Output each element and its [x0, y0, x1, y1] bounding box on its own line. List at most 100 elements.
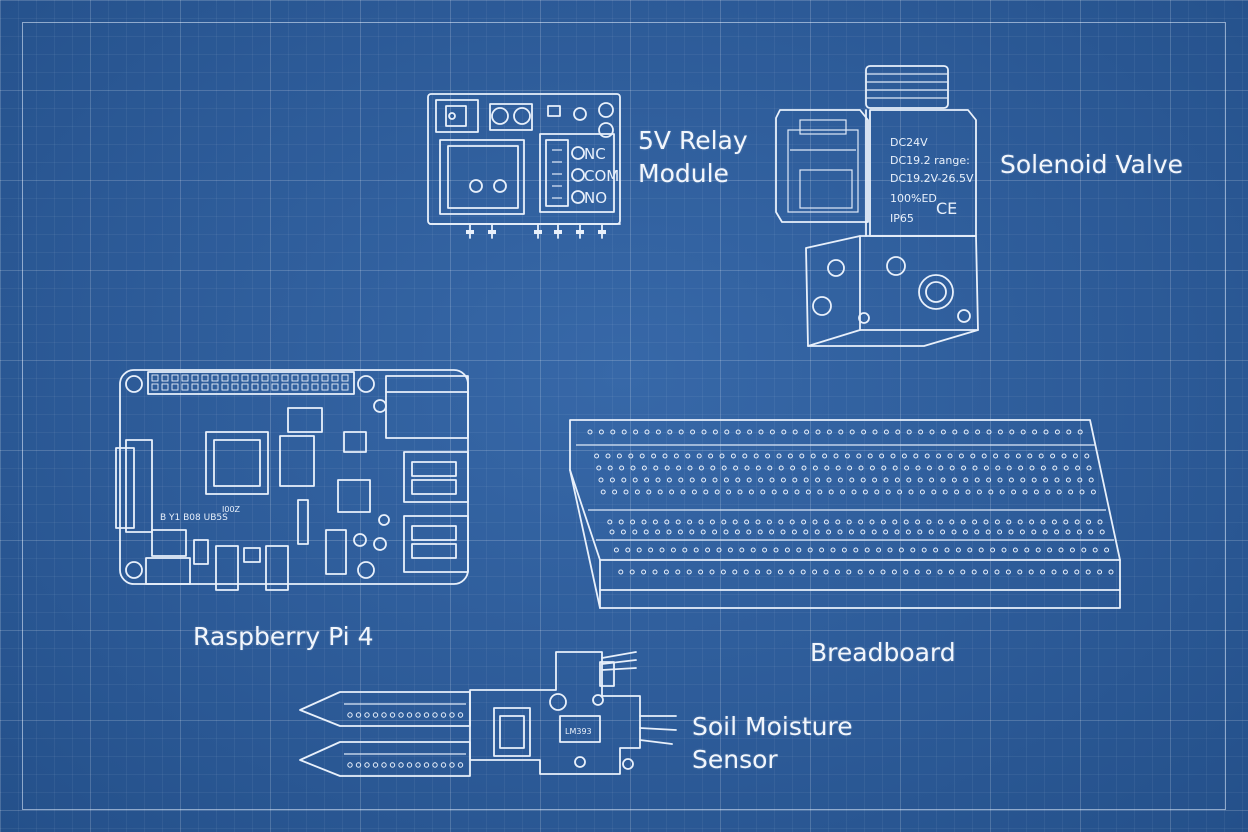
breadboard-hole	[641, 569, 647, 575]
breadboard-hole	[634, 489, 640, 495]
gpio-pin	[321, 383, 329, 391]
breadboard-hole	[864, 547, 870, 553]
gpio-pin	[341, 374, 349, 382]
breadboard-hole	[628, 453, 634, 459]
breadboard-hole	[1099, 529, 1105, 535]
breadboard-hole	[849, 477, 855, 483]
breadboard-hole	[960, 519, 966, 525]
breadboard-hole	[1075, 465, 1081, 471]
gpio-pin	[321, 374, 329, 382]
breadboard-hole	[955, 547, 961, 553]
breadboard-hole	[1020, 477, 1026, 483]
breadboard-hole	[675, 519, 681, 525]
breadboard-hole	[835, 519, 841, 525]
breadboard-hole	[698, 465, 704, 471]
breadboard-hole	[963, 477, 969, 483]
breadboard-hole	[851, 489, 857, 495]
breadboard-hole	[1022, 489, 1028, 495]
gpio-pin	[281, 383, 289, 391]
breadboard-hole	[1076, 529, 1082, 535]
relay-module: NC COM NO	[427, 93, 621, 239]
breadboard-hole	[721, 519, 727, 525]
breadboard-hole	[742, 453, 748, 459]
breadboard-hole	[727, 547, 733, 553]
breadboard-hole	[701, 429, 707, 435]
breadboard-hole	[972, 519, 978, 525]
breadboard-hole	[651, 453, 657, 459]
breadboard-hole	[954, 489, 960, 495]
breadboard-hole	[883, 429, 889, 435]
breadboard-hole	[990, 547, 996, 553]
breadboard-hole	[705, 547, 711, 553]
breadboard-hole	[1019, 529, 1025, 535]
breadboard-hole	[1054, 477, 1060, 483]
breadboard-hole	[771, 489, 777, 495]
valve-marking-range-label: DC19.2 range:	[890, 154, 970, 167]
breadboard-hole	[1029, 519, 1035, 525]
breadboard-hole	[960, 569, 966, 575]
breadboard-hole	[1062, 569, 1068, 575]
gpio-pin	[241, 383, 249, 391]
probe-hole	[372, 762, 379, 768]
breadboard-hole	[881, 465, 887, 471]
breadboard-hole	[726, 489, 732, 495]
breadboard-hole	[721, 465, 727, 471]
breadboard-hole	[1031, 477, 1037, 483]
breadboard-hole	[1043, 429, 1049, 435]
breadboard-hole	[620, 529, 626, 535]
breadboard-hole	[689, 477, 695, 483]
breadboard-hole	[892, 465, 898, 471]
relay-module-label: 5V Relay Module	[638, 124, 748, 190]
breadboard-hole	[609, 477, 615, 483]
probe-hole	[415, 712, 421, 718]
gpio-pin	[201, 374, 209, 382]
gpio-pin	[191, 383, 199, 391]
breadboard-hole	[598, 477, 604, 483]
probe-hole	[355, 712, 362, 718]
breadboard-hole	[926, 465, 932, 471]
breadboard-hole	[724, 429, 730, 435]
breadboard-hole	[890, 453, 896, 459]
probe-hole	[364, 762, 370, 768]
breadboard-hole	[904, 465, 910, 471]
breadboard-hole	[666, 529, 672, 535]
gpio-pin	[301, 383, 309, 391]
breadboard-hole	[849, 429, 855, 435]
ce-mark-icon: CE	[936, 199, 957, 218]
breadboard-hole	[937, 519, 943, 525]
breadboard-hole	[673, 453, 679, 459]
breadboard-hole	[1008, 529, 1014, 535]
breadboard-hole	[1024, 547, 1030, 553]
breadboard-hole	[1009, 429, 1015, 435]
breadboard-hole	[853, 547, 859, 553]
breadboard-hole	[783, 489, 789, 495]
breadboard-hole	[796, 547, 802, 553]
breadboard-hole	[895, 429, 901, 435]
breadboard-hole	[823, 519, 829, 525]
breadboard-hole	[767, 465, 773, 471]
breadboard-hole	[894, 529, 900, 535]
breadboard-hole	[750, 547, 756, 553]
breadboard-hole	[929, 429, 935, 435]
probe-hole	[432, 712, 438, 718]
breadboard-hole	[826, 429, 832, 435]
breadboard-hole	[1061, 453, 1067, 459]
breadboard-hole	[1017, 519, 1023, 525]
breadboard-hole	[874, 489, 880, 495]
breadboard-hole	[1108, 569, 1114, 575]
breadboard-hole	[903, 569, 909, 575]
breadboard-hole	[997, 429, 1003, 435]
breadboard-hole	[689, 529, 695, 535]
breadboard-hole	[826, 529, 832, 535]
breadboard-hole	[1063, 519, 1069, 525]
breadboard-hole	[940, 429, 946, 435]
breadboard-hole	[837, 477, 843, 483]
gpio-pin	[311, 374, 319, 382]
breadboard-hole	[1052, 465, 1058, 471]
gpio-pin	[211, 383, 219, 391]
probe-hole	[457, 762, 464, 768]
gpio-pin	[261, 383, 269, 391]
breadboard-hole	[978, 547, 984, 553]
svg-text:I00Z: I00Z	[222, 505, 241, 514]
breadboard-hole	[663, 569, 669, 575]
